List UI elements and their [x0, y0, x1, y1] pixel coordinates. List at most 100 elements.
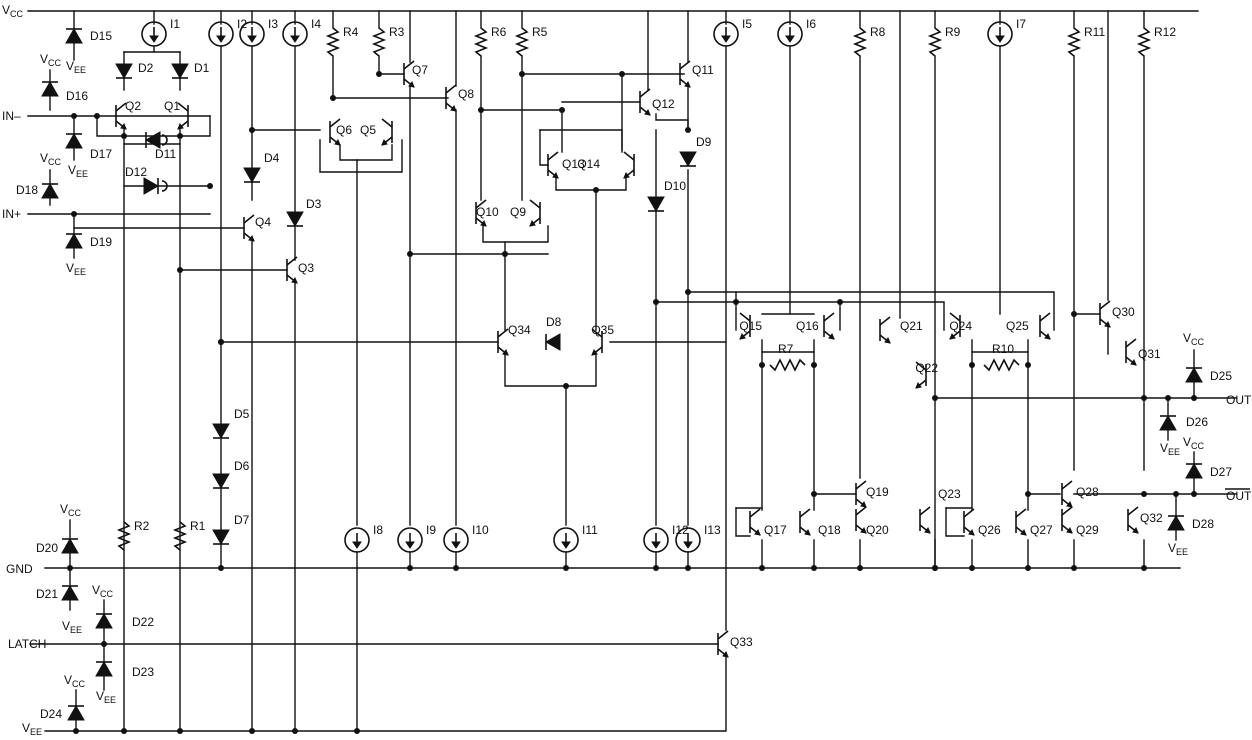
transistor-label: Q16: [796, 319, 819, 333]
resistor-icon: [927, 27, 943, 57]
transistor-icon: [749, 508, 761, 536]
transistor-icon: [919, 506, 931, 534]
transistor-icon: [1061, 480, 1073, 508]
resistor-icon: [983, 358, 1020, 372]
vee-label: VEE: [1168, 541, 1188, 557]
junction-dot: [932, 565, 938, 571]
transistor-label: Q21: [900, 319, 923, 333]
diode-label: D19: [90, 235, 112, 249]
junction-dot: [811, 565, 817, 571]
transistor-label: Q33: [730, 635, 753, 649]
diode-icon: [243, 167, 261, 184]
transistor-label: Q31: [1138, 347, 1161, 361]
current-source-icon: [344, 527, 370, 553]
transistor-icon: [286, 256, 298, 284]
junction-dot: [121, 728, 127, 734]
vcc-label: VCC: [40, 151, 62, 167]
current-source-icon: [643, 527, 669, 553]
diode-icon: [95, 660, 113, 677]
transistor-icon: [1127, 506, 1139, 534]
diode-label: D6: [234, 459, 250, 473]
transistor-label: Q10: [476, 205, 499, 219]
current-source-label: I6: [806, 17, 816, 31]
diode-label: D8: [546, 315, 562, 329]
transistor-label: Q25: [1006, 319, 1029, 333]
labels: VCCVEEGNDIN–IN+D15VEEVCCD16D17VEEVCCD18D…: [2, 3, 1252, 737]
diode-label: D27: [1210, 465, 1232, 479]
transistor-icon: [1015, 508, 1027, 536]
transistor-icon: [679, 60, 691, 88]
wire: [655, 301, 945, 331]
transistor-icon: [591, 328, 603, 356]
transistor-label: Q19: [866, 485, 889, 499]
resistor-icon: [116, 521, 132, 551]
resistor-icon: [325, 27, 341, 57]
transistor-icon: [1039, 312, 1051, 340]
junction-dot: [67, 565, 73, 571]
current-source-label: I2: [237, 17, 247, 31]
current-source-icon: [713, 21, 739, 47]
diode-icon: [212, 529, 230, 546]
transistor-icon: [403, 60, 415, 88]
junction-dot: [177, 728, 183, 734]
current-source-icon: [239, 21, 265, 47]
diode-label: D20: [36, 541, 58, 555]
wiring: [27, 10, 1237, 734]
vee-label: VEE: [68, 163, 88, 179]
diode-icon: [1167, 514, 1185, 531]
current-source-icon: [443, 527, 469, 553]
current-source-label: I9: [426, 523, 436, 537]
transistor-icon: [823, 312, 835, 340]
wire: [539, 129, 623, 151]
diode-label: D9: [696, 135, 712, 149]
current-source-icon: [777, 21, 803, 47]
diode-icon: [1185, 462, 1203, 479]
junction-dot: [218, 339, 224, 345]
resistor-label: R9: [945, 25, 961, 39]
diode-icon: [67, 704, 85, 721]
in-minus-pin: IN–: [2, 109, 21, 123]
transistor-label: Q22: [915, 361, 938, 375]
junction-dot: [207, 183, 213, 189]
junction-dot: [759, 362, 765, 368]
transistor-label: Q24: [949, 319, 972, 333]
current-source-icon: [675, 527, 701, 553]
current-source-icon: [141, 21, 167, 47]
transistor-label: Q12: [652, 97, 675, 111]
junction-dot: [292, 728, 298, 734]
transistor-icon: [799, 508, 811, 536]
junction-dot: [407, 565, 413, 571]
diode-label: D21: [36, 587, 58, 601]
wire: [761, 339, 815, 353]
diode-icon: [1185, 366, 1203, 383]
diode-label: D5: [234, 407, 250, 421]
transistor-label: Q18: [818, 523, 841, 537]
resistor-icon: [473, 27, 489, 57]
current-source-label: I10: [472, 523, 489, 537]
resistor-icon: [769, 358, 806, 372]
diode-label: D4: [264, 151, 280, 165]
transistor-icon: [1099, 300, 1111, 328]
transistor-icon: [963, 508, 975, 536]
transistor-icon: [879, 316, 891, 344]
diode-icon: [61, 537, 79, 554]
vee-label: VEE: [66, 261, 86, 277]
components: [41, 21, 1203, 721]
transistor-icon: [497, 328, 509, 356]
junction-dot: [969, 362, 975, 368]
transistor-icon: [1125, 338, 1137, 366]
vcc-label: VCC: [64, 673, 86, 689]
diode-label: D1: [194, 61, 210, 75]
junction-dot: [73, 728, 79, 734]
transistor-label: Q28: [1076, 485, 1099, 499]
diode-label: D22: [132, 615, 154, 629]
wire: [319, 139, 403, 173]
current-source-icon: [553, 527, 579, 553]
transistor-label: Q32: [1140, 511, 1163, 525]
vcc-label: VCC: [40, 52, 62, 68]
out-pin: OUT: [1226, 393, 1252, 407]
junction-dot: [453, 565, 459, 571]
transistor-label: Q4: [255, 215, 271, 229]
junction-dot: [1141, 565, 1147, 571]
transistor-icon: [475, 199, 487, 227]
